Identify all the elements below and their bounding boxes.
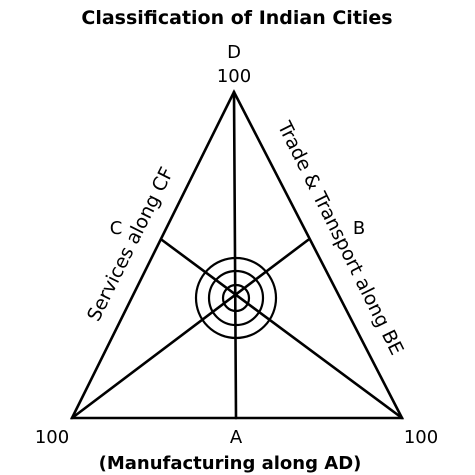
caption-manufacturing: (Manufacturing along AD) — [99, 453, 362, 474]
vertex-label-d: D — [227, 42, 241, 63]
axis-label-trade: Trade & Transport along BE — [273, 117, 408, 358]
center-circle-outer — [194, 256, 278, 340]
center-circle-middle — [207, 269, 265, 327]
median-left-to-b — [70, 238, 310, 420]
vertex-value-top: 100 — [217, 66, 251, 87]
midpoint-label-c: C — [110, 218, 123, 239]
diagram-title: Classification of Indian Cities — [81, 7, 392, 29]
vertex-value-right: 100 — [404, 427, 438, 448]
median-a-to-d — [232, 90, 238, 420]
center-circle-inner — [221, 283, 251, 313]
midpoint-label-a: A — [230, 427, 243, 448]
midpoint-label-b: B — [353, 218, 365, 239]
vertex-value-left: 100 — [35, 427, 69, 448]
median-right-to-c — [160, 238, 404, 420]
